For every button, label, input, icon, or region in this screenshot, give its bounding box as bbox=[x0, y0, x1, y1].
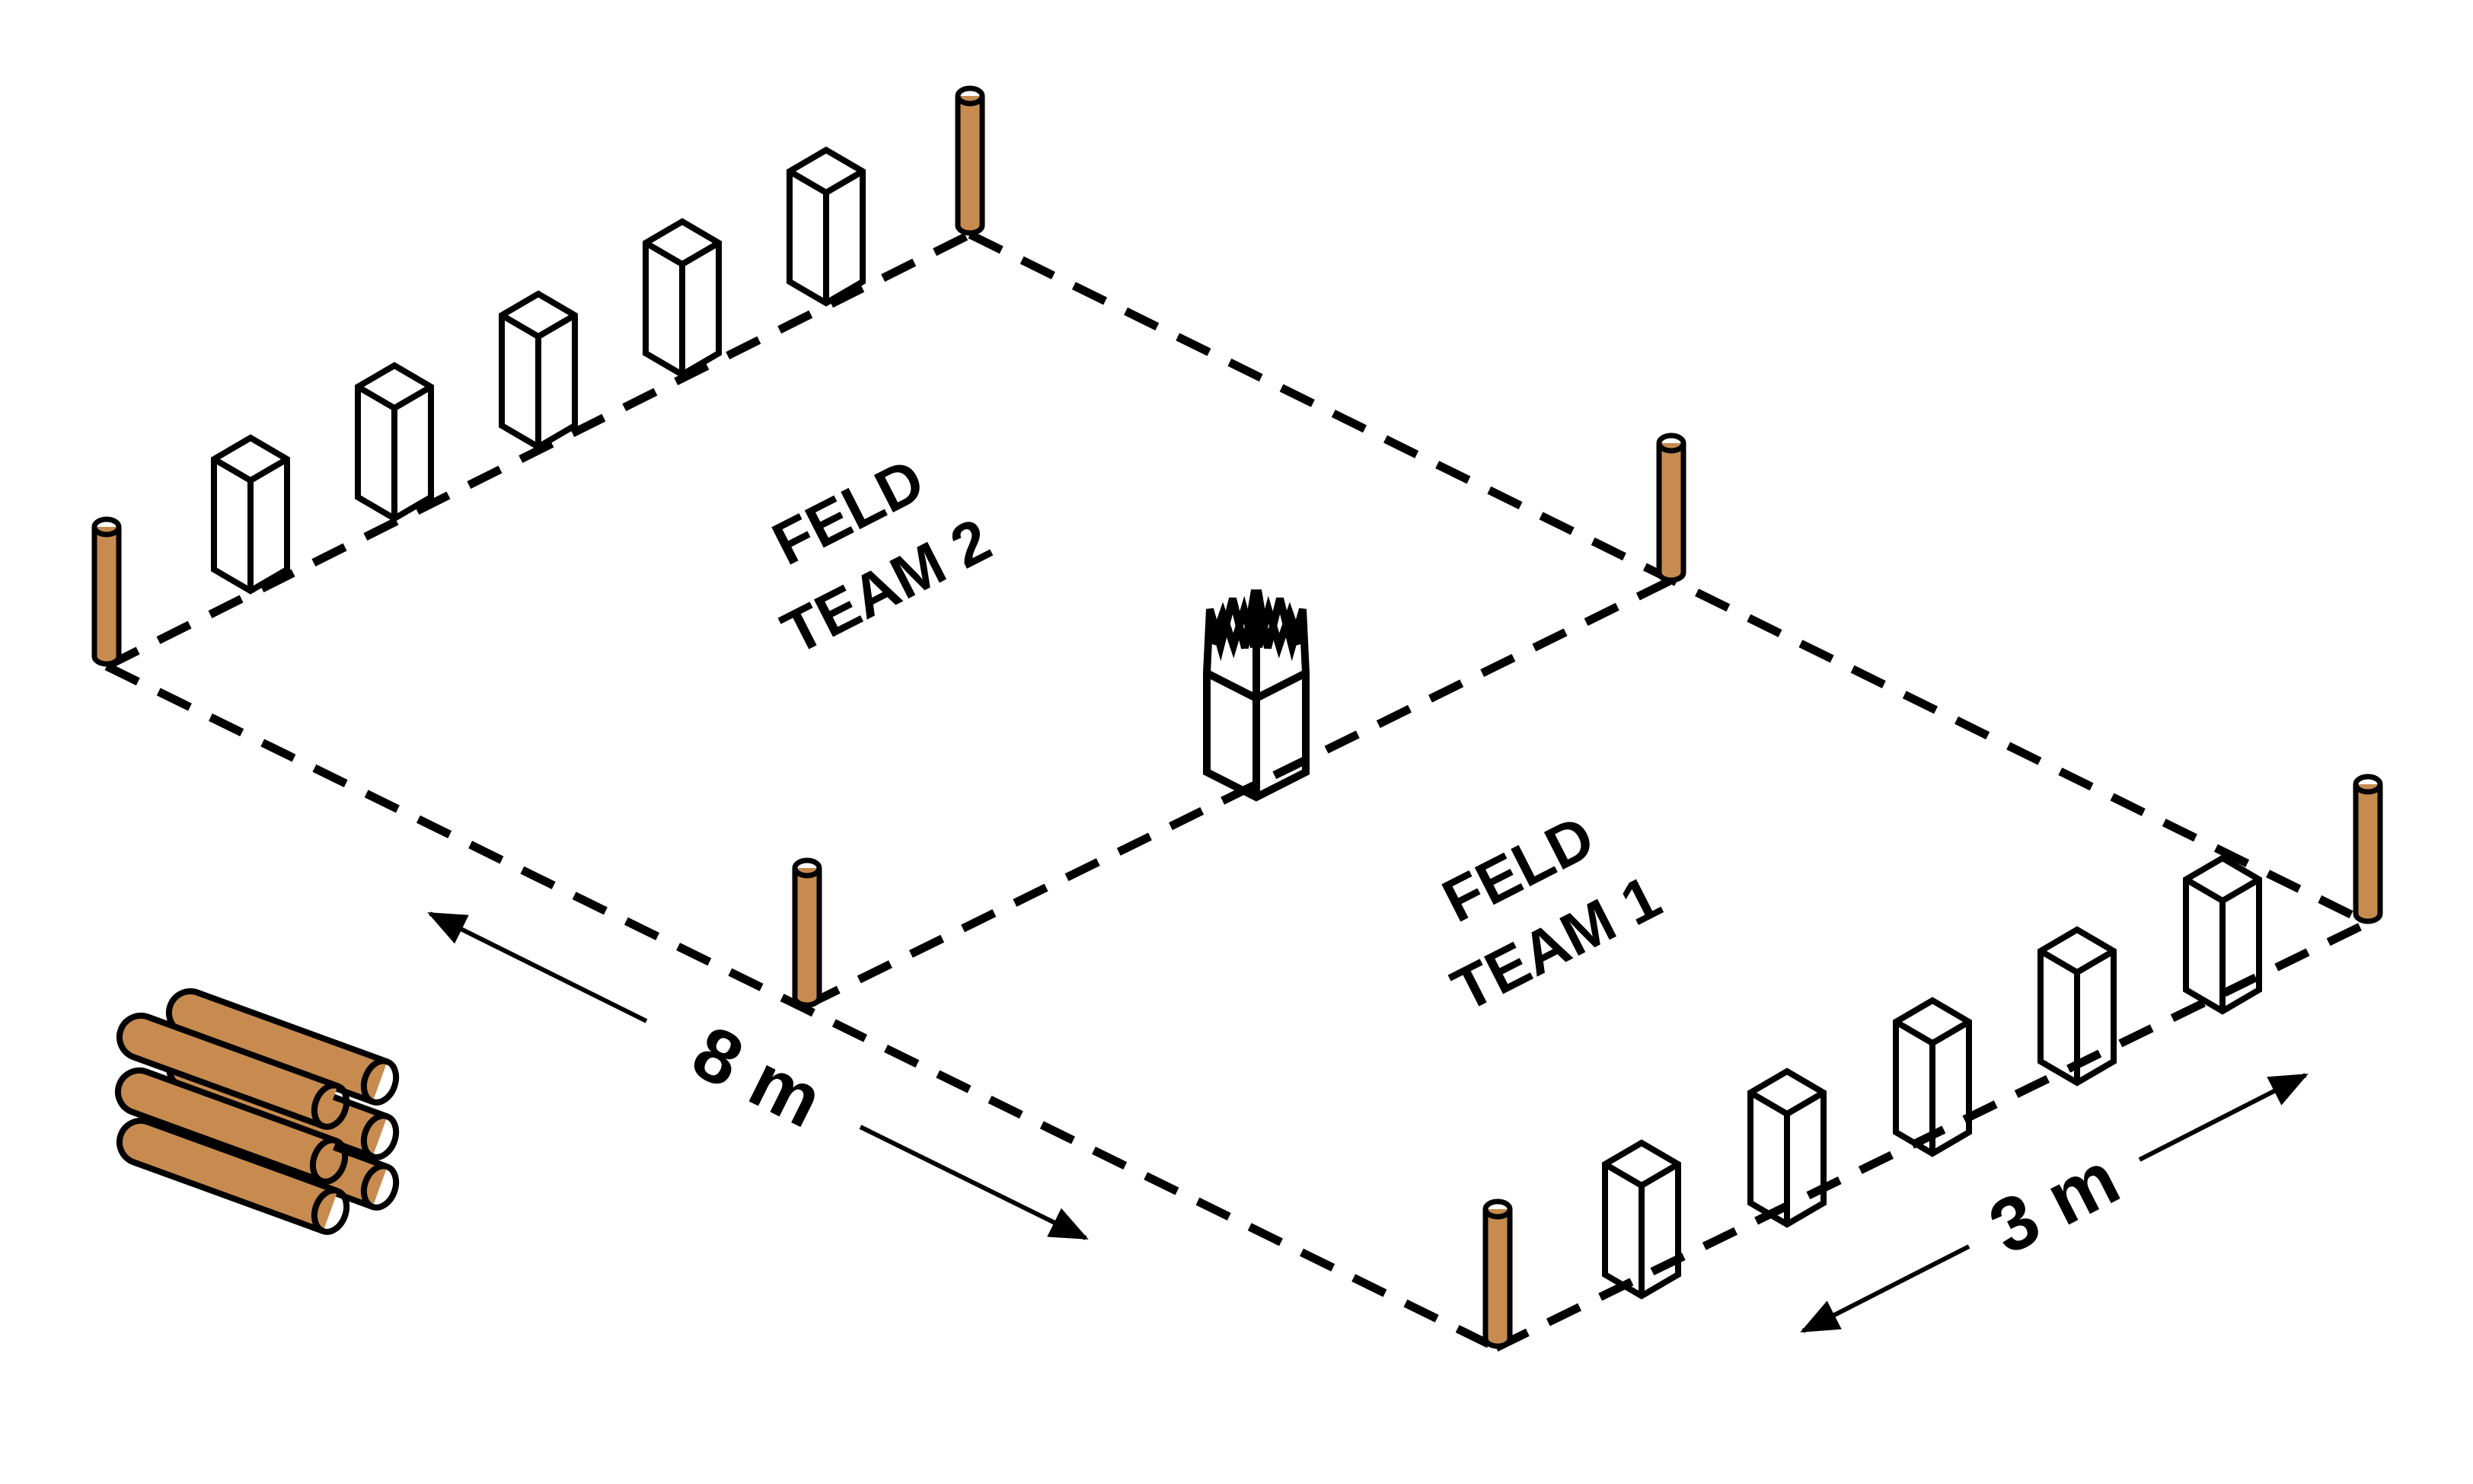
midline-stake-lower bbox=[795, 860, 819, 1005]
kubb-block bbox=[2041, 930, 2114, 1083]
dimension-arrows bbox=[427, 911, 2309, 1333]
throwing-stick-pile bbox=[112, 985, 401, 1237]
midline-stake-upper bbox=[1659, 436, 1683, 580]
dimension-label-8m: 8 m bbox=[680, 1009, 835, 1144]
kubb-block bbox=[358, 365, 431, 519]
corner-stake-right bbox=[2356, 777, 2380, 921]
team1-baseline-kubbs bbox=[1605, 858, 2259, 1296]
king-piece bbox=[1203, 589, 1310, 802]
dimension-arrow-8m-upper bbox=[427, 911, 648, 1023]
kubb-block bbox=[646, 222, 719, 375]
kubb-block bbox=[214, 438, 287, 591]
team1-field-label: FELD TEAM 1 bbox=[1432, 803, 1671, 1024]
kubb-block bbox=[2186, 858, 2259, 1011]
kubb-block bbox=[1605, 1143, 1678, 1296]
corner-stake-top bbox=[958, 88, 982, 233]
kubb-block bbox=[1896, 1001, 1969, 1154]
boundary-stakes bbox=[94, 88, 2380, 1346]
dimension-arrow-3m-lower bbox=[1800, 1244, 1970, 1333]
kubb-block bbox=[1750, 1071, 1824, 1224]
dimension-label-3m: 3 m bbox=[1977, 1135, 2132, 1271]
dimension-arrow-3m-upper bbox=[2138, 1073, 2309, 1162]
corner-stake-bottom bbox=[1485, 1202, 1510, 1346]
kubb-block bbox=[790, 150, 863, 303]
team2-field-label: FELD TEAM 2 bbox=[762, 445, 1001, 667]
field-edge-left-top bbox=[104, 231, 972, 670]
dimension-arrow-8m-lower bbox=[859, 1125, 1089, 1240]
kubb-block bbox=[502, 294, 575, 447]
corner-stake-left bbox=[94, 519, 119, 664]
